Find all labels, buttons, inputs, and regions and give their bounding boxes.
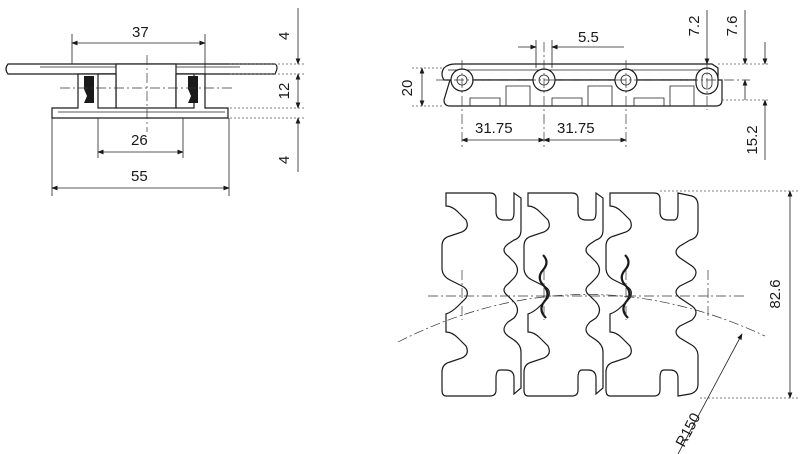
- dim-31-75-b-label: 31.75: [557, 120, 595, 137]
- dim-37-label: 37: [132, 24, 149, 41]
- dim-55-label: 55: [131, 168, 148, 185]
- plan-link-3: [605, 192, 699, 397]
- dim-7-6-label: 7.6: [724, 16, 741, 37]
- plan-link-1: [441, 191, 522, 397]
- dim-7-2-label: 7.2: [686, 16, 703, 37]
- plan-view: 82.6 R150: [397, 190, 800, 454]
- cross-section-view: 37 26 55 4 12 4: [5, 8, 305, 196]
- plan-link-2: [523, 191, 604, 397]
- dim-r150-label: R150: [673, 410, 705, 450]
- dim-15-2-label: 15.2: [744, 125, 761, 154]
- side-view: 20 5.5 31.75 31.75 7.2 7.6 15.2: [399, 10, 770, 160]
- dim-31-75-a-label: 31.75: [475, 120, 513, 137]
- dim-4-bottom-label: 4: [276, 156, 293, 164]
- dim-12-label: 12: [276, 83, 293, 100]
- dim-20-label: 20: [399, 80, 416, 97]
- dim-5-5-label: 5.5: [578, 29, 599, 46]
- dim-26-label: 26: [131, 132, 148, 149]
- dim-4-top-label: 4: [276, 32, 293, 40]
- dim-82-6-label: 82.6: [767, 279, 784, 308]
- hub: [115, 63, 177, 109]
